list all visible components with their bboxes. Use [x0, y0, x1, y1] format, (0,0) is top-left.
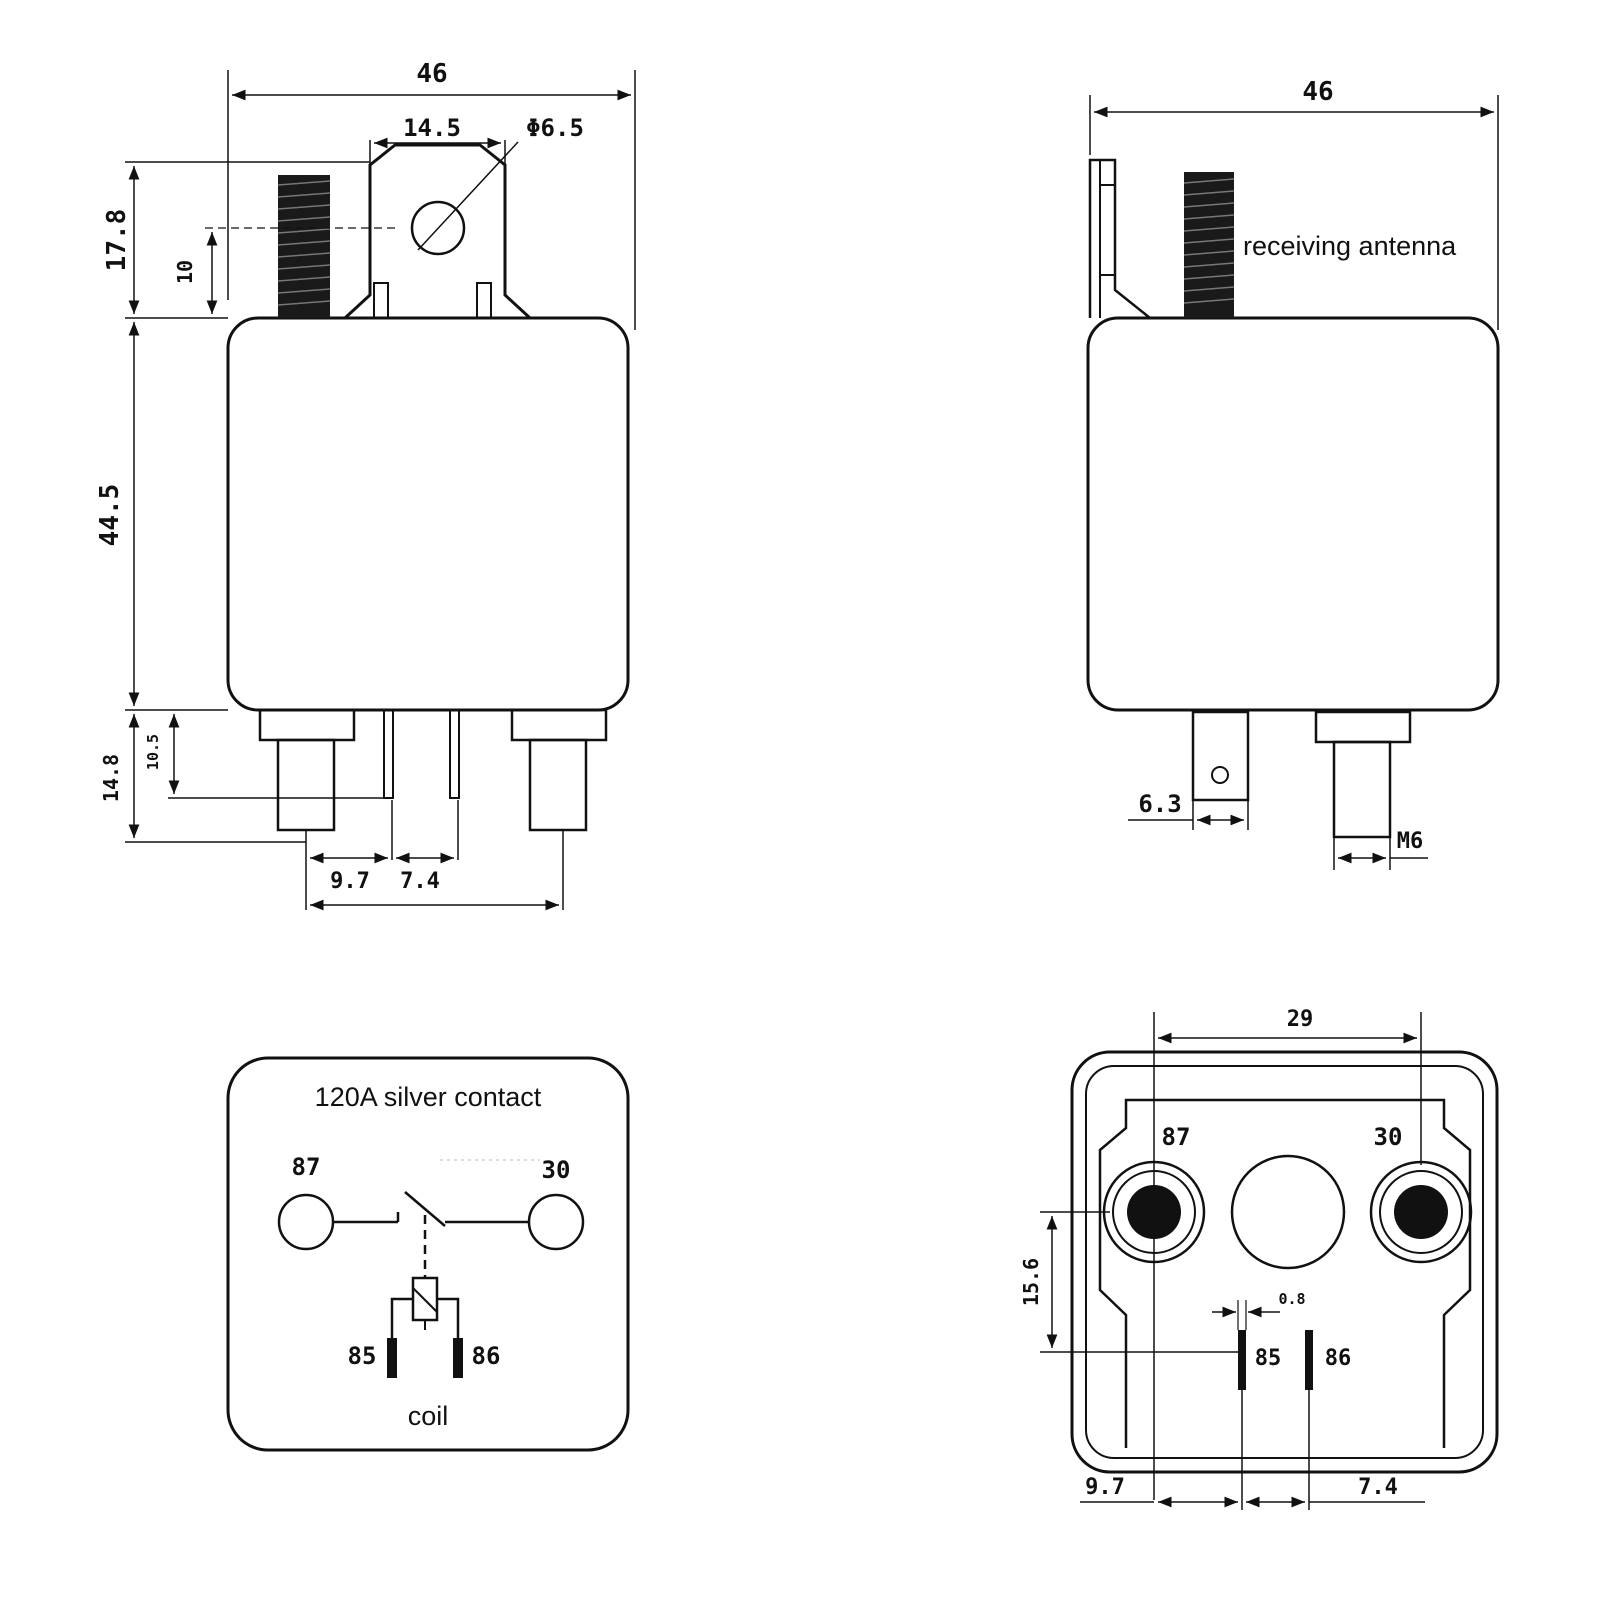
- dim-vertical-offset: 15.6: [1019, 1258, 1043, 1306]
- relay-body-side: [1086, 316, 1500, 712]
- dim-thread: M6: [1397, 829, 1424, 854]
- bottom-pin-85: 85: [1255, 1346, 1282, 1371]
- bottom-pin-30: 30: [1374, 1123, 1403, 1151]
- schematic-frame: [226, 1056, 630, 1452]
- dim-spacing-b: 7.4: [400, 869, 440, 894]
- schematic-title: 120A silver contact: [315, 1082, 542, 1112]
- bottom-pin-87: 87: [1162, 1123, 1191, 1151]
- dim-pin-length-2: 10.5: [144, 734, 162, 770]
- dim-stud-offset: 10: [173, 260, 197, 284]
- bottom-pin-86: 86: [1325, 1346, 1352, 1371]
- dim-spacing-a: 9.7: [330, 869, 370, 894]
- bottom-outer-frame: [1070, 1050, 1499, 1474]
- dim-blade-width: 6.3: [1138, 790, 1181, 818]
- center-mount-hole: [1230, 1154, 1346, 1270]
- front-view: 46 14.5 Φ6.5 17.8 10 44.5 14.8 10.5: [95, 59, 636, 911]
- schematic-pin-86: 86: [472, 1342, 501, 1370]
- dim-blade-gap: 0.8: [1278, 1290, 1305, 1308]
- schematic-pin-85: 85: [348, 1342, 377, 1370]
- dim-terminal-span: 29: [1287, 1007, 1314, 1032]
- mounting-hole: [410, 200, 466, 256]
- mounting-tab: [343, 143, 532, 320]
- dim-side-width: 46: [1302, 77, 1333, 107]
- coil-label: coil: [408, 1401, 449, 1431]
- schematic: 120A silver contact 87 30 85 86 coil: [226, 1056, 630, 1452]
- schematic-pin-30: 30: [542, 1156, 571, 1184]
- dim-pin-length-1: 14.8: [99, 754, 123, 802]
- dim-front-width: 46: [416, 59, 447, 89]
- terminal-30-stud: [1394, 1185, 1448, 1239]
- dim-hole-diameter: Φ6.5: [526, 114, 584, 142]
- side-view: receiving antenna 46 6.3 M6: [1086, 77, 1500, 870]
- terminal-87-symbol: [277, 1193, 335, 1251]
- bottom-view: 87 30 85 86 29 15.6 0.8 9.7 7.4: [1019, 1007, 1499, 1510]
- dim-bottom-right: 7.4: [1358, 1475, 1398, 1500]
- dim-tab-height: 17.8: [102, 209, 132, 272]
- antenna-label: receiving antenna: [1243, 231, 1457, 261]
- dim-body-height: 44.5: [95, 484, 125, 547]
- relay-body-front: [226, 316, 630, 712]
- dim-tab-width: 14.5: [403, 114, 461, 142]
- dim-bottom-left: 9.7: [1085, 1475, 1125, 1500]
- antenna-coil-front: [278, 175, 330, 318]
- terminal-30-symbol: [527, 1193, 585, 1251]
- antenna-coil-side: [1184, 172, 1234, 318]
- schematic-pin-87: 87: [292, 1153, 321, 1181]
